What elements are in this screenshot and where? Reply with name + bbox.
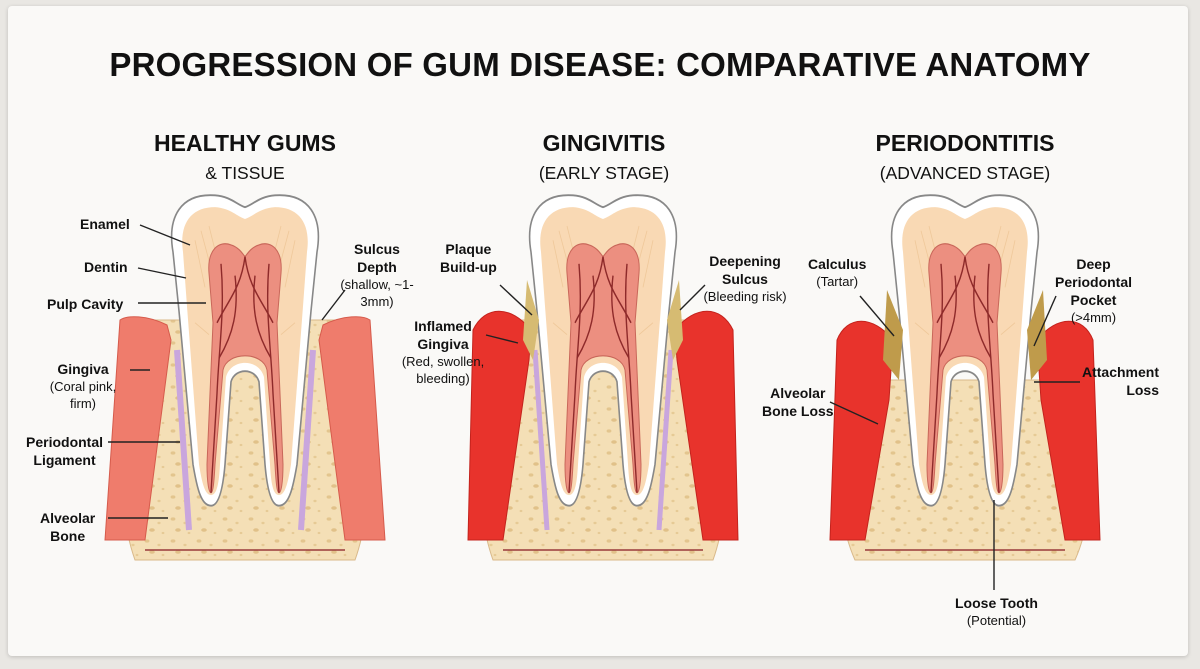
panel-heading-healthy: HEALTHY GUMS & TISSUE [95,130,395,184]
heading-periodontitis: PERIODONTITIS [875,130,1055,156]
gingivitis-tooth [467,194,739,561]
subheading-healthy: & TISSUE [205,163,285,183]
healthy-tooth [104,194,386,561]
subheading-periodontitis: (ADVANCED STAGE) [879,163,1051,183]
leader-lines [108,224,1080,590]
page-title: PROGRESSION OF GUM DISEASE: COMPARATIVE … [109,46,1091,83]
label-enamel: Enamel [80,216,130,232]
heading-healthy: HEALTHY GUMS [154,130,336,156]
periodontitis-tooth [829,194,1101,561]
label-gingiva: Gingiva (Coral pink, firm) [49,361,117,411]
panel-heading-periodontitis: PERIODONTITIS (ADVANCED STAGE) [815,130,1115,184]
heading-gingivitis: GINGIVITIS [542,130,666,156]
label-calculus: Calculus (Tartar) [808,256,867,289]
label-dentin: Dentin [84,259,128,275]
label-pulp-cavity: Pulp Cavity [47,296,124,312]
label-loose-tooth: Loose Tooth (Potential) [955,595,1038,628]
panel-heading-gingivitis: GINGIVITIS (EARLY STAGE) [454,130,754,184]
subheading-gingivitis: (EARLY STAGE) [538,163,670,183]
